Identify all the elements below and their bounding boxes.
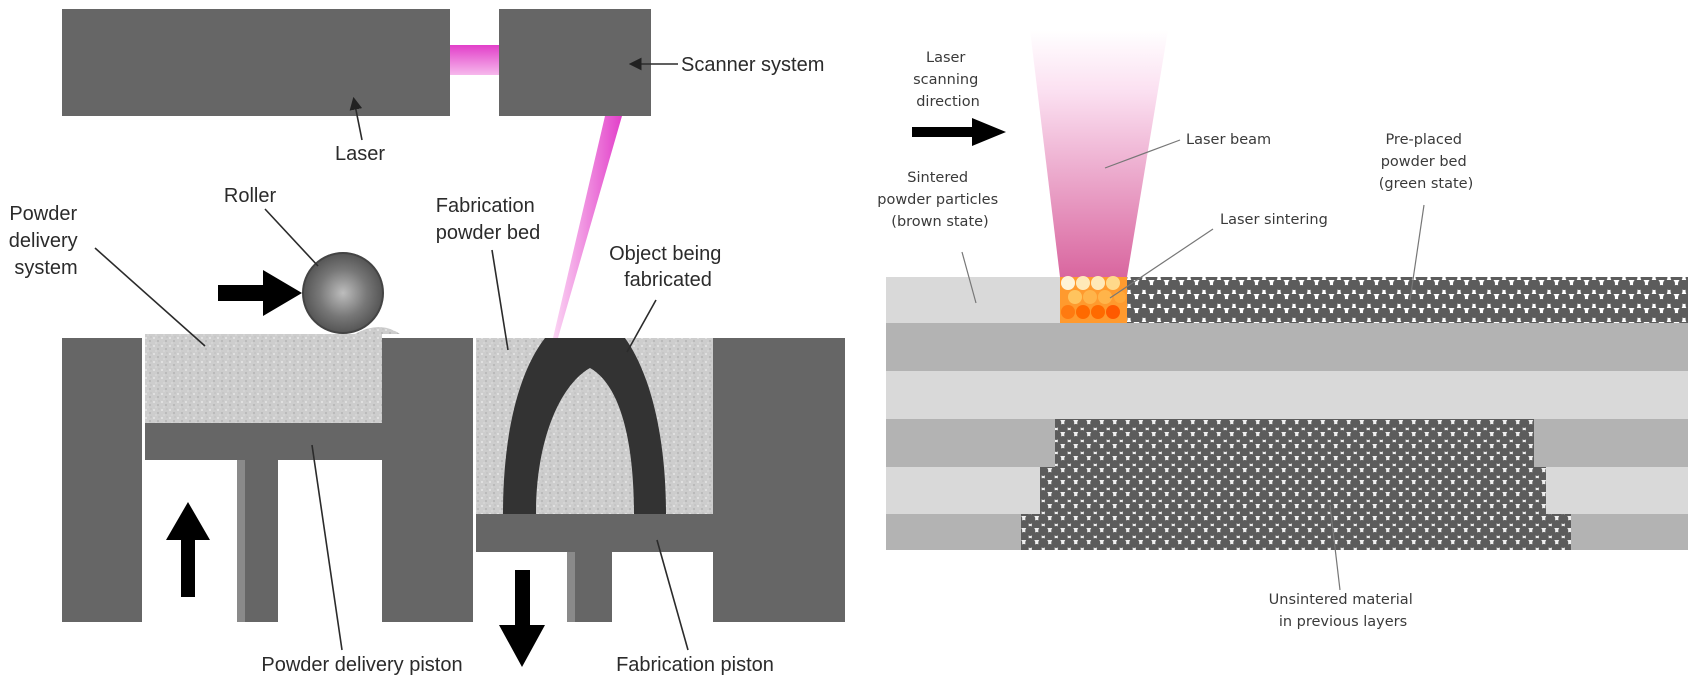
- rod-shade: [237, 460, 245, 622]
- leader-roller: [264, 208, 319, 267]
- label-line: scanning: [913, 72, 978, 88]
- delivery-powder: [145, 334, 382, 423]
- middle-wall: [382, 338, 473, 622]
- label-line: direction: [916, 94, 980, 110]
- fabrication-piston-plate: [476, 514, 713, 552]
- powder-bed-top-mask: [1127, 270, 1688, 277]
- label-line: Fabrication: [436, 195, 535, 217]
- pre-placed-powder-bed: [1127, 277, 1688, 323]
- unsintered-tier-middle: [1040, 467, 1546, 514]
- unsintered-tier-top: [1055, 419, 1534, 467]
- label-powder-delivery-system: Powder delivery system: [9, 203, 83, 279]
- leader-laser: [349, 96, 363, 141]
- scanner-unit: [499, 9, 651, 116]
- label-line: Powder: [9, 203, 77, 225]
- powder-delivery-piston-plate: [145, 423, 382, 460]
- leader-laser-beam: [1104, 139, 1181, 169]
- label-line: in previous layers: [1279, 614, 1407, 630]
- fabricated-object-arch: [503, 338, 666, 514]
- label-laser-beam: Laser beam: [1186, 132, 1271, 148]
- label-powder-delivery-piston: Powder delivery piston: [261, 654, 462, 676]
- leader-sintered: [961, 251, 977, 304]
- label-roller: Roller: [224, 185, 277, 207]
- left-panel: Laser Scanner system Roller Powder deliv…: [9, 9, 845, 676]
- leader-powder-bed: [491, 249, 509, 351]
- laser-beam-diagonal: [553, 116, 622, 338]
- laser-sintering-zone: [1060, 276, 1127, 323]
- label-line: powder bed: [436, 222, 541, 244]
- label-line: powder particles: [877, 192, 998, 208]
- label-fabrication-powder-bed: Fabrication powder bed: [436, 195, 541, 244]
- label-laser-sintering: Laser sintering: [1220, 212, 1328, 228]
- label-pre-placed-powder-bed: Pre-placed powder bed (green state): [1379, 132, 1474, 192]
- leader-unsintered: [1329, 504, 1341, 591]
- right-panel: Laser scanning direction Laser beam Sint…: [877, 30, 1688, 630]
- fabrication-piston-down-arrow-icon: [499, 570, 545, 667]
- label-line: (brown state): [891, 214, 988, 230]
- powder-heap: [355, 327, 400, 334]
- roller: [302, 252, 384, 334]
- scanning-direction-arrow-icon: [912, 118, 1006, 146]
- label-fabrication-piston: Fabrication piston: [616, 654, 774, 676]
- leader-pre-placed: [1409, 204, 1425, 301]
- label-line: Laser: [926, 50, 965, 66]
- leader-object: [626, 299, 657, 353]
- left-wall: [62, 338, 142, 622]
- right-wall: [713, 338, 845, 622]
- label-scanner-system: Scanner system: [681, 54, 824, 76]
- label-line: delivery: [9, 230, 78, 252]
- label-line: Object being: [609, 243, 721, 265]
- roller-direction-arrow-icon: [218, 270, 302, 316]
- label-line: Sintered: [907, 170, 968, 186]
- label-unsintered-material: Unsintered material in previous layers: [1269, 592, 1418, 630]
- label-line: Unsintered material: [1269, 592, 1413, 608]
- leader-laser-sintering: [1109, 228, 1214, 299]
- unsintered-tier-bottom: [1021, 514, 1571, 550]
- layer-2: [886, 323, 1688, 371]
- label-object-being-fabricated: Object being fabricated: [609, 243, 727, 291]
- label-line: powder bed: [1381, 154, 1467, 170]
- layer-3: [886, 371, 1688, 419]
- label-line: fabricated: [624, 269, 712, 291]
- laser-beam-horizontal: [450, 45, 500, 75]
- leader-powder-delivery: [94, 247, 206, 347]
- label-line: (green state): [1379, 176, 1474, 192]
- delivery-piston-up-arrow-icon: [166, 502, 210, 597]
- laser-beam-cone: [1030, 30, 1168, 277]
- label-line: Pre-placed: [1385, 132, 1462, 148]
- leader-fabrication-piston: [656, 539, 689, 651]
- label-laser: Laser: [335, 143, 385, 165]
- label-line: system: [14, 257, 77, 279]
- label-scanning-direction: Laser scanning direction: [913, 50, 983, 110]
- label-sintered-particles: Sintered powder particles (brown state): [877, 170, 1002, 230]
- leader-delivery-piston: [311, 444, 343, 651]
- rod-shade-2: [567, 552, 575, 622]
- laser-unit: [62, 9, 450, 116]
